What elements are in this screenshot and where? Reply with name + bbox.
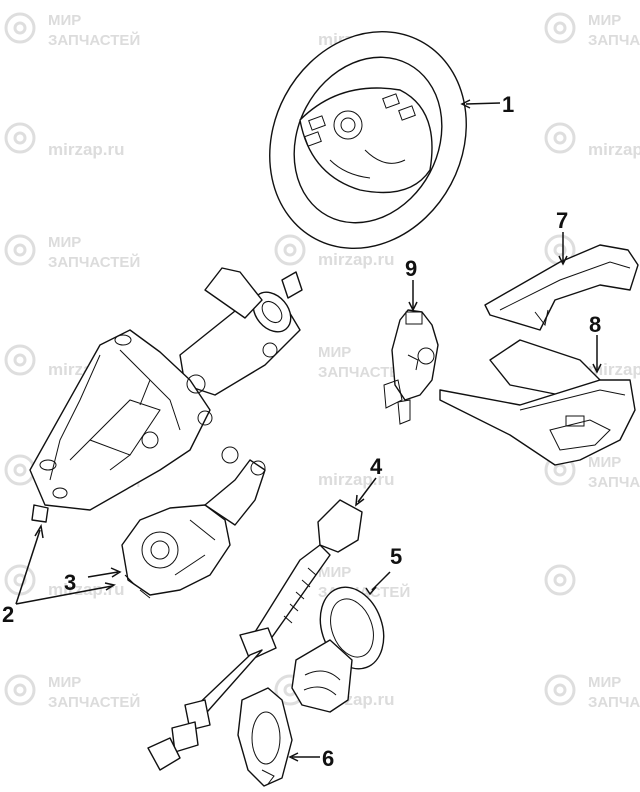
leader-5 (371, 571, 391, 591)
leader-2a (15, 529, 41, 605)
steering-column-assembly (29, 267, 303, 523)
watermark-site: mirzap.ru (588, 140, 640, 159)
lower-column-cover (439, 339, 636, 466)
watermark-brand-line1: МИР (318, 564, 351, 581)
callout-9: 9 (405, 256, 417, 281)
watermark-site: mirzap.ru (318, 470, 395, 489)
combination-switch (383, 309, 439, 425)
watermark-brand-line2: ЗАПЧАСТЕЙ (48, 31, 140, 49)
leader-1 (465, 102, 501, 105)
callout-3: 3 (64, 570, 76, 595)
leader-1-arrowhead (460, 99, 471, 109)
leader-lines (15, 99, 602, 762)
callout-5: 5 (390, 544, 402, 569)
watermark-brand-line1: МИР (318, 344, 351, 361)
callout-4: 4 (370, 454, 383, 479)
leader-2b (15, 585, 113, 605)
leader-4-arrowhead (355, 494, 365, 507)
watermark-brand-line2: ЗАПЧАСТЕЙ (48, 253, 140, 271)
callout-2: 2 (2, 602, 14, 627)
leader-3-arrowhead (110, 567, 122, 578)
watermark-brand-line1: МИР (48, 234, 81, 251)
leader-2b-arrowhead (104, 582, 116, 591)
watermark-site: mirzap.ru (48, 140, 125, 159)
steering-wheel (269, 31, 467, 249)
callout-8: 8 (589, 312, 601, 337)
watermark-brand-line2: ЗАПЧАСТЕЙ (318, 363, 410, 381)
watermark-brand-line1: МИР (588, 454, 621, 471)
callout-7: 7 (556, 208, 568, 233)
dash-seal-plate (237, 687, 293, 787)
watermark-brand-line2: ЗАПЧАСТЕЙ (588, 693, 640, 711)
leader-4 (357, 477, 377, 503)
leader-3 (87, 571, 119, 578)
leader-7-arrowhead (558, 255, 568, 266)
leader-6-arrowhead (288, 752, 299, 762)
leader-9-arrowhead (408, 301, 418, 312)
watermark-brand-line1: МИР (588, 12, 621, 29)
leader-5-arrowhead (365, 586, 377, 596)
watermark-brand-line2: ЗАПЧАСТЕЙ (48, 693, 140, 711)
intermediate-shaft (147, 499, 363, 771)
watermark-brand-line1: МИР (588, 674, 621, 691)
watermark-site: mirzap.ru (318, 250, 395, 269)
watermark-brand-line1: МИР (48, 12, 81, 29)
leader-2a-arrowhead (34, 523, 44, 539)
callout-1: 1 (502, 92, 514, 117)
leader-8-arrowhead (592, 363, 602, 374)
callout-6: 6 (322, 746, 334, 771)
watermark-brand-line2: ЗАПЧАСТЕЙ (588, 473, 640, 491)
watermark-brand-line2: ЗАПЧАСТЕЙ (588, 31, 640, 49)
watermark-brand-line1: МИР (48, 674, 81, 691)
column-boot (291, 586, 385, 713)
upper-column-cover (484, 244, 639, 331)
column-motor-assembly (121, 446, 266, 599)
